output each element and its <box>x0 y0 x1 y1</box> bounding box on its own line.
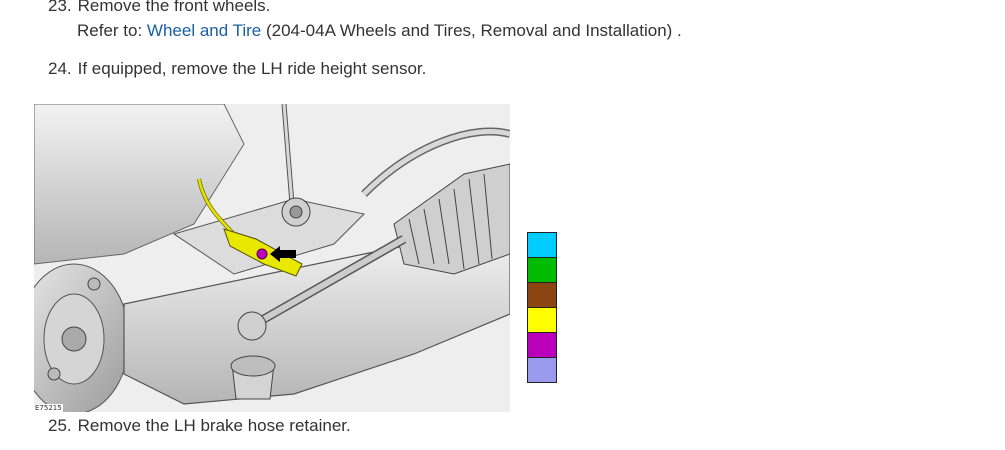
suspension-illustration: E75215 <box>34 104 510 412</box>
step-text: Remove the LH brake hose retainer. <box>77 416 351 435</box>
refer-suffix: (204-04A Wheels and Tires, Removal and I… <box>261 21 682 40</box>
figure-id-label: E75215 <box>34 404 63 412</box>
refer-line: Refer to: Wheel and Tire (204-04A Wheels… <box>77 20 682 42</box>
suspension-drawing <box>34 104 510 412</box>
color-swatch-lavender <box>527 357 557 383</box>
step-number: 23. <box>48 0 72 15</box>
step-24: 24. If equipped, remove the LH ride heigh… <box>48 58 426 80</box>
step-text: If equipped, remove the LH ride height s… <box>77 59 427 78</box>
refer-prefix: Refer to: <box>77 21 147 40</box>
step-number: 25. <box>48 416 72 435</box>
color-swatch-brown <box>527 282 557 308</box>
step-25: 25. Remove the LH brake hose retainer. <box>48 415 351 437</box>
wheel-and-tire-link[interactable]: Wheel and Tire <box>146 21 262 40</box>
step-number: 24. <box>48 59 72 78</box>
color-swatch-magenta <box>527 332 557 358</box>
color-swatch-cyan <box>527 232 557 258</box>
step-text: Remove the front wheels. <box>77 0 271 15</box>
step-23: 23. Remove the front wheels. <box>48 0 270 17</box>
color-legend <box>527 232 557 383</box>
color-swatch-green <box>527 257 557 283</box>
color-swatch-yellow <box>527 307 557 333</box>
